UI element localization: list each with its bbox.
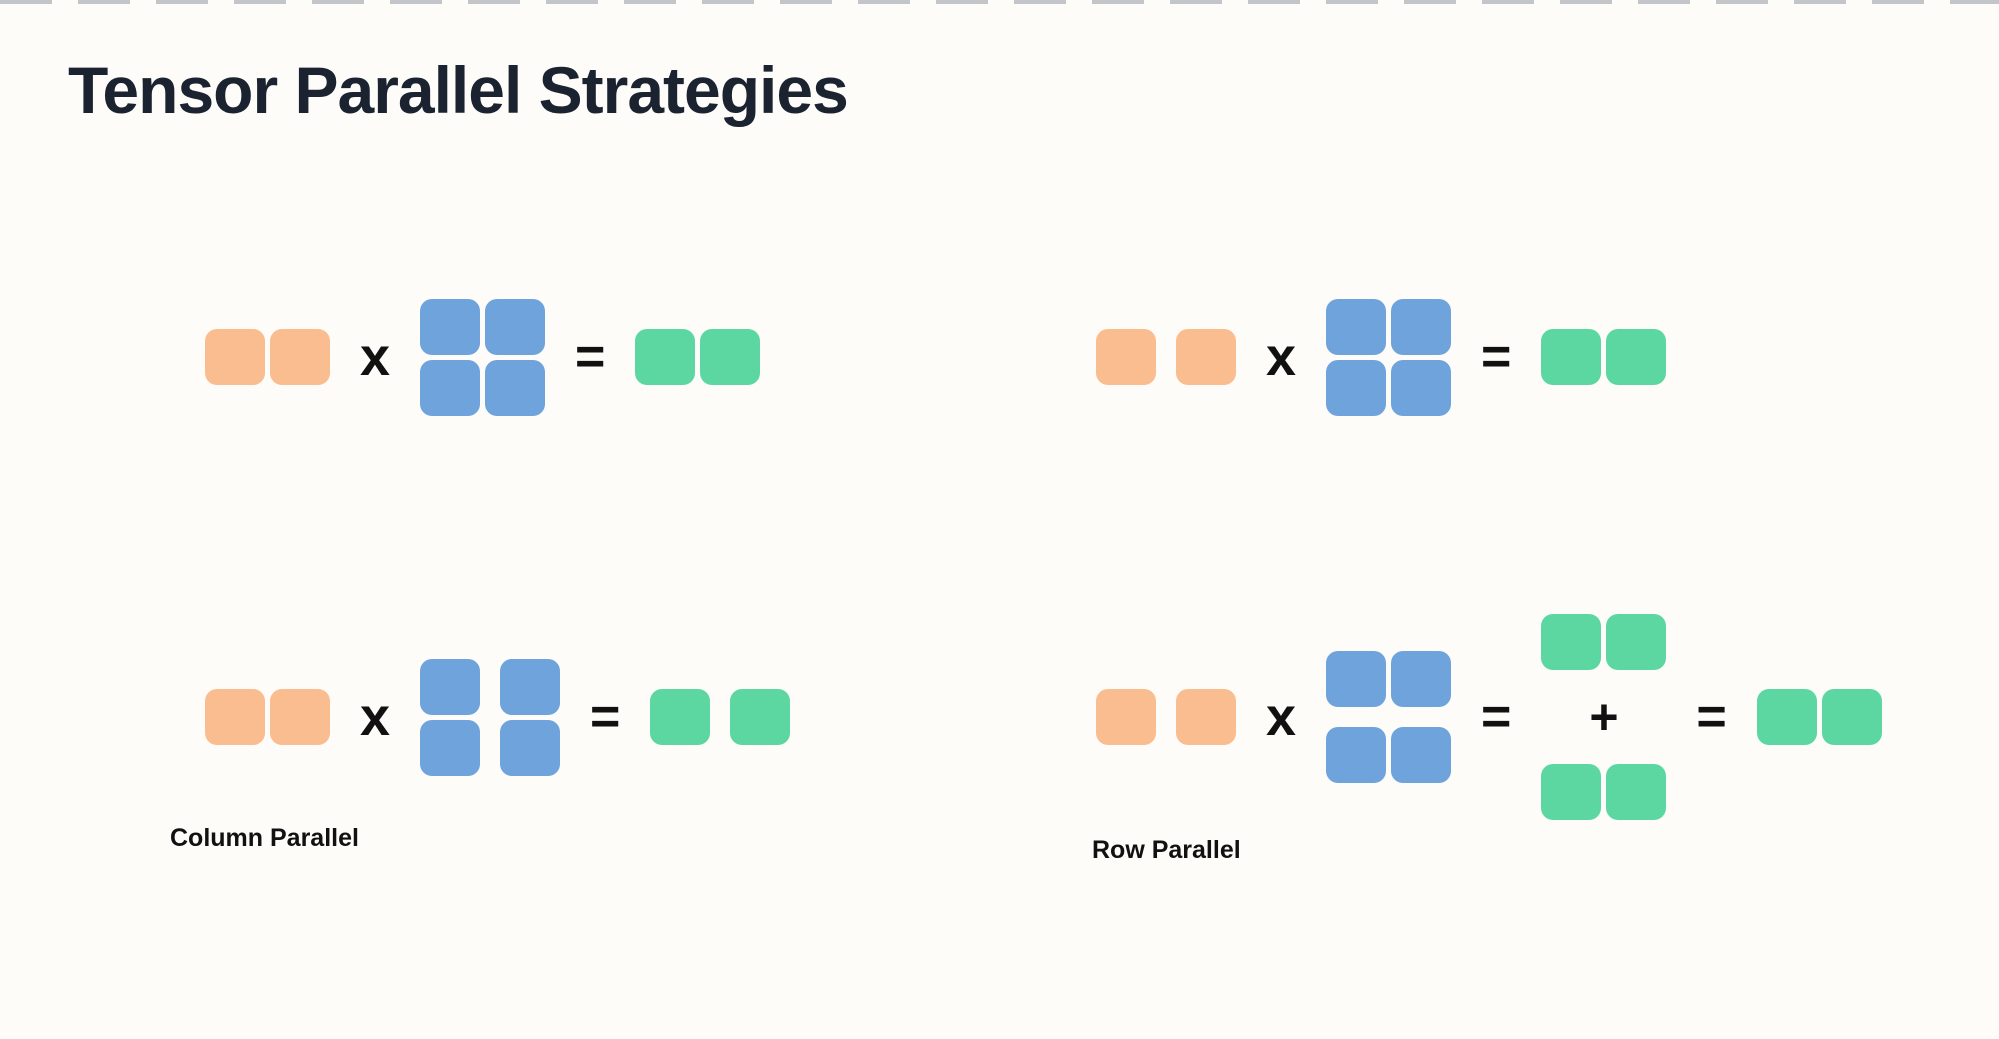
- orange-block: [270, 689, 330, 745]
- output-vector: [1541, 329, 1667, 385]
- row-parallel-label: Row Parallel: [1092, 836, 1241, 864]
- orange-block: [270, 329, 330, 385]
- partial-output-top: [1541, 614, 1667, 670]
- blue-block: [1391, 651, 1452, 707]
- green-block: [1606, 329, 1667, 385]
- blue-block: [1391, 298, 1452, 355]
- output-vector: [635, 329, 761, 385]
- top-dashed-border: [0, 0, 1999, 4]
- orange-block: [205, 689, 265, 745]
- orange-block: [1096, 329, 1156, 385]
- partial-output-bottom: [1541, 764, 1667, 820]
- equals-operator: =: [575, 328, 606, 386]
- equals-operator: =: [1696, 688, 1727, 746]
- orange-block: [1176, 689, 1236, 745]
- green-block: [1606, 764, 1667, 820]
- input-vector: [205, 329, 330, 385]
- blue-block: [1391, 727, 1452, 783]
- diagram-top-left: x=: [205, 298, 761, 416]
- orange-block: [205, 329, 265, 385]
- partial-sum-stack: +: [1541, 614, 1667, 820]
- multiply-operator: x: [360, 327, 391, 387]
- orange-block: [1176, 329, 1236, 385]
- input-vector: [205, 689, 330, 745]
- blue-block: [420, 359, 481, 416]
- green-block: [635, 329, 696, 385]
- blue-block: [1326, 651, 1387, 707]
- blue-block: [420, 719, 481, 776]
- weight-matrix-column-split: [420, 658, 561, 776]
- multiply-operator: x: [1266, 327, 1297, 387]
- blue-block: [420, 298, 481, 355]
- weight-matrix-row-split: [1326, 651, 1452, 783]
- output-vector-split: [650, 689, 791, 745]
- green-block: [1541, 329, 1602, 385]
- column-parallel-label: Column Parallel: [170, 824, 359, 852]
- blue-block: [485, 359, 546, 416]
- green-block: [730, 689, 791, 745]
- diagram-top-right: x=: [1096, 298, 1667, 416]
- final-output-vector: [1756, 689, 1882, 745]
- equals-operator: =: [1481, 328, 1512, 386]
- green-block: [1756, 689, 1817, 745]
- blue-block: [1326, 727, 1387, 783]
- page-title: Tensor Parallel Strategies: [68, 53, 849, 127]
- multiply-operator: x: [1266, 687, 1297, 747]
- orange-block: [1096, 689, 1156, 745]
- green-block: [1541, 614, 1602, 670]
- blue-block: [420, 658, 481, 715]
- diagram-bottom-left-column-parallel: x=: [205, 658, 791, 776]
- green-block: [700, 329, 761, 385]
- equals-operator: =: [1481, 688, 1512, 746]
- plus-operator: +: [1589, 689, 1619, 745]
- multiply-operator: x: [360, 687, 391, 747]
- green-block: [650, 689, 711, 745]
- equals-operator: =: [590, 688, 621, 746]
- blue-block: [1391, 359, 1452, 416]
- blue-block: [485, 298, 546, 355]
- blue-block: [500, 658, 561, 715]
- diagram-bottom-right-row-parallel: x = + =: [1096, 614, 1882, 820]
- weight-matrix: [420, 298, 546, 416]
- input-vector-sharded: [1096, 329, 1236, 385]
- input-vector-sharded: [1096, 689, 1236, 745]
- blue-block: [1326, 298, 1387, 355]
- green-block: [1541, 764, 1602, 820]
- green-block: [1821, 689, 1882, 745]
- green-block: [1606, 614, 1667, 670]
- blue-block: [1326, 359, 1387, 416]
- blue-block: [500, 719, 561, 776]
- weight-matrix: [1326, 298, 1452, 416]
